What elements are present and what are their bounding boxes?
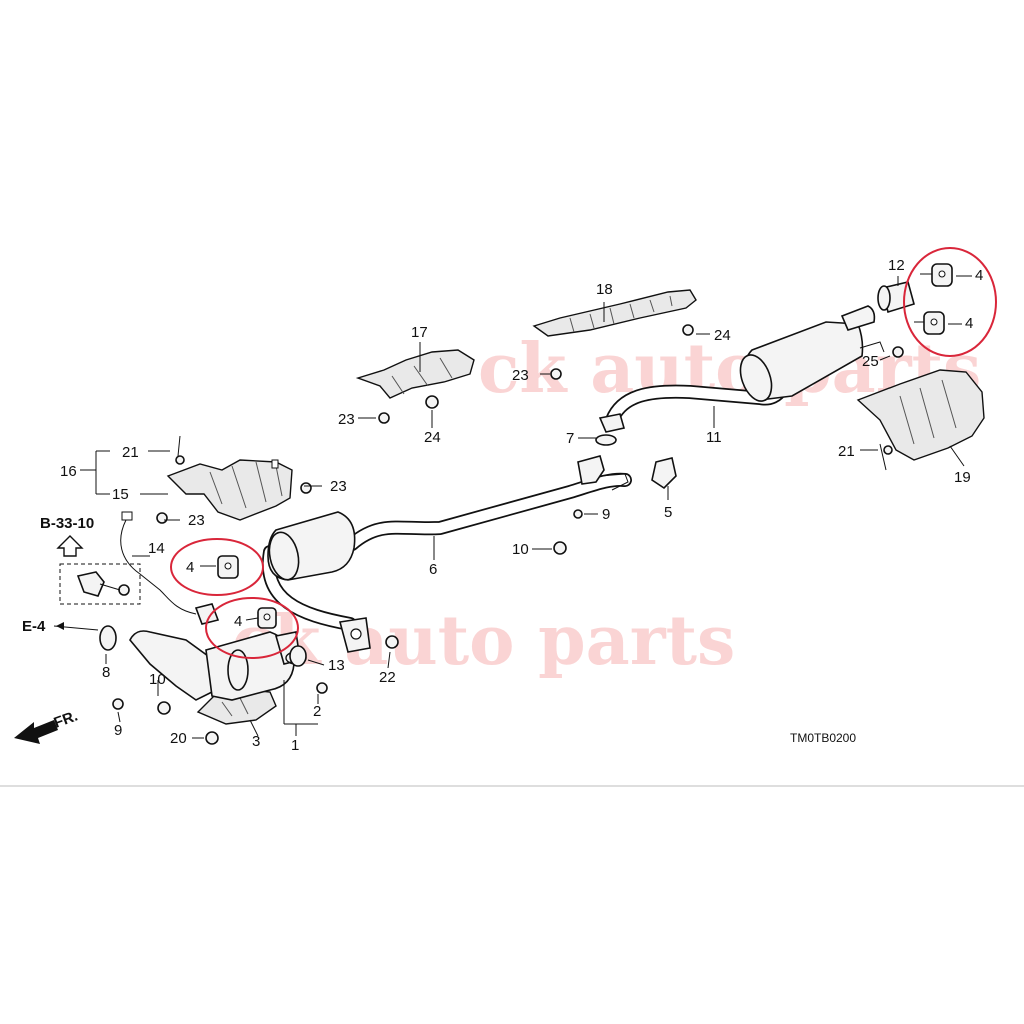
arrow-left-icon	[56, 622, 64, 630]
callout-17: 17	[411, 324, 428, 341]
callout-13: 13	[328, 657, 345, 674]
callout-23-c: 23	[338, 411, 355, 428]
heat-shield-19	[856, 369, 985, 461]
flange-7-ring	[595, 413, 626, 446]
callout-18: 18	[596, 281, 613, 298]
highlight-circle-center	[205, 597, 299, 659]
callout-9-right: 9	[602, 506, 610, 523]
front-direction-indicator: FR.	[14, 708, 80, 744]
heat-shield-18	[532, 289, 697, 337]
isolator-4-center	[257, 607, 277, 629]
isolator-4-rear-a	[931, 263, 953, 287]
callout-24-a: 24	[424, 429, 441, 446]
callout-12: 12	[888, 257, 905, 274]
pipe-connector	[577, 455, 629, 491]
callout-3: 3	[252, 733, 260, 750]
catalytic-converter	[129, 630, 307, 701]
hanger-5	[651, 457, 677, 490]
sensor-14-cable	[120, 511, 220, 625]
callout-9-left: 9	[114, 722, 122, 739]
callout-8: 8	[102, 664, 110, 681]
callout-23-d: 23	[512, 367, 529, 384]
center-resonator	[267, 511, 356, 581]
callout-4-center: 4	[234, 613, 242, 630]
callout-21-left: 21	[122, 444, 139, 461]
callout-10-right: 10	[512, 541, 529, 558]
heat-shield-17	[355, 349, 475, 399]
callout-7: 7	[566, 430, 574, 447]
rear-muffler	[739, 305, 885, 402]
isolator-4-rear-b	[923, 311, 945, 335]
pipe-cover-12	[877, 281, 915, 314]
callout-4-rear-b: 4	[965, 315, 973, 332]
callout-4-rear-a: 4	[975, 267, 983, 284]
pipe-flange	[338, 617, 371, 653]
callout-23-b: 23	[188, 512, 205, 529]
heat-shield-16	[166, 459, 293, 521]
callout-20: 20	[170, 730, 187, 747]
up-arrow-icon	[56, 535, 84, 557]
callout-6: 6	[429, 561, 437, 578]
front-arrow-label: FR.	[52, 708, 81, 732]
reference-b-label: B-33-10	[40, 515, 94, 532]
callout-1: 1	[291, 737, 299, 754]
diagram-code: TM0TB0200	[790, 731, 856, 745]
callout-25: 25	[862, 353, 879, 370]
callout-15: 15	[112, 486, 129, 503]
reference-e-label: E-4	[22, 618, 46, 635]
callout-19: 19	[954, 469, 971, 486]
callout-21-right: 21	[838, 443, 855, 460]
reference-e-4: E-4	[22, 618, 64, 635]
callout-22: 22	[379, 669, 396, 686]
callout-16: 16	[60, 463, 77, 480]
gasket-8	[99, 625, 117, 651]
callout-11: 11	[706, 429, 722, 446]
callout-2: 2	[313, 703, 321, 720]
front-arrow-icon	[14, 720, 58, 744]
callout-14: 14	[148, 540, 165, 557]
bolt-hardware	[112, 324, 904, 745]
highlight-circle-left	[170, 538, 264, 596]
callout-24-b: 24	[714, 327, 731, 344]
callouts: 1 2 3 4 4 4 4 5 6 7 8 9 9 10 10 11 12 13…	[60, 257, 983, 754]
reference-b-33-10: B-33-10	[40, 515, 141, 605]
callout-5: 5	[664, 504, 672, 521]
heat-shield-3	[196, 689, 277, 725]
callout-10-left: 10	[149, 671, 166, 688]
highlight-circle-rear	[903, 247, 997, 357]
callout-23-a: 23	[330, 478, 347, 495]
gasket-13	[289, 645, 307, 667]
isolator-4-left	[217, 555, 239, 579]
callout-4-left: 4	[186, 559, 194, 576]
